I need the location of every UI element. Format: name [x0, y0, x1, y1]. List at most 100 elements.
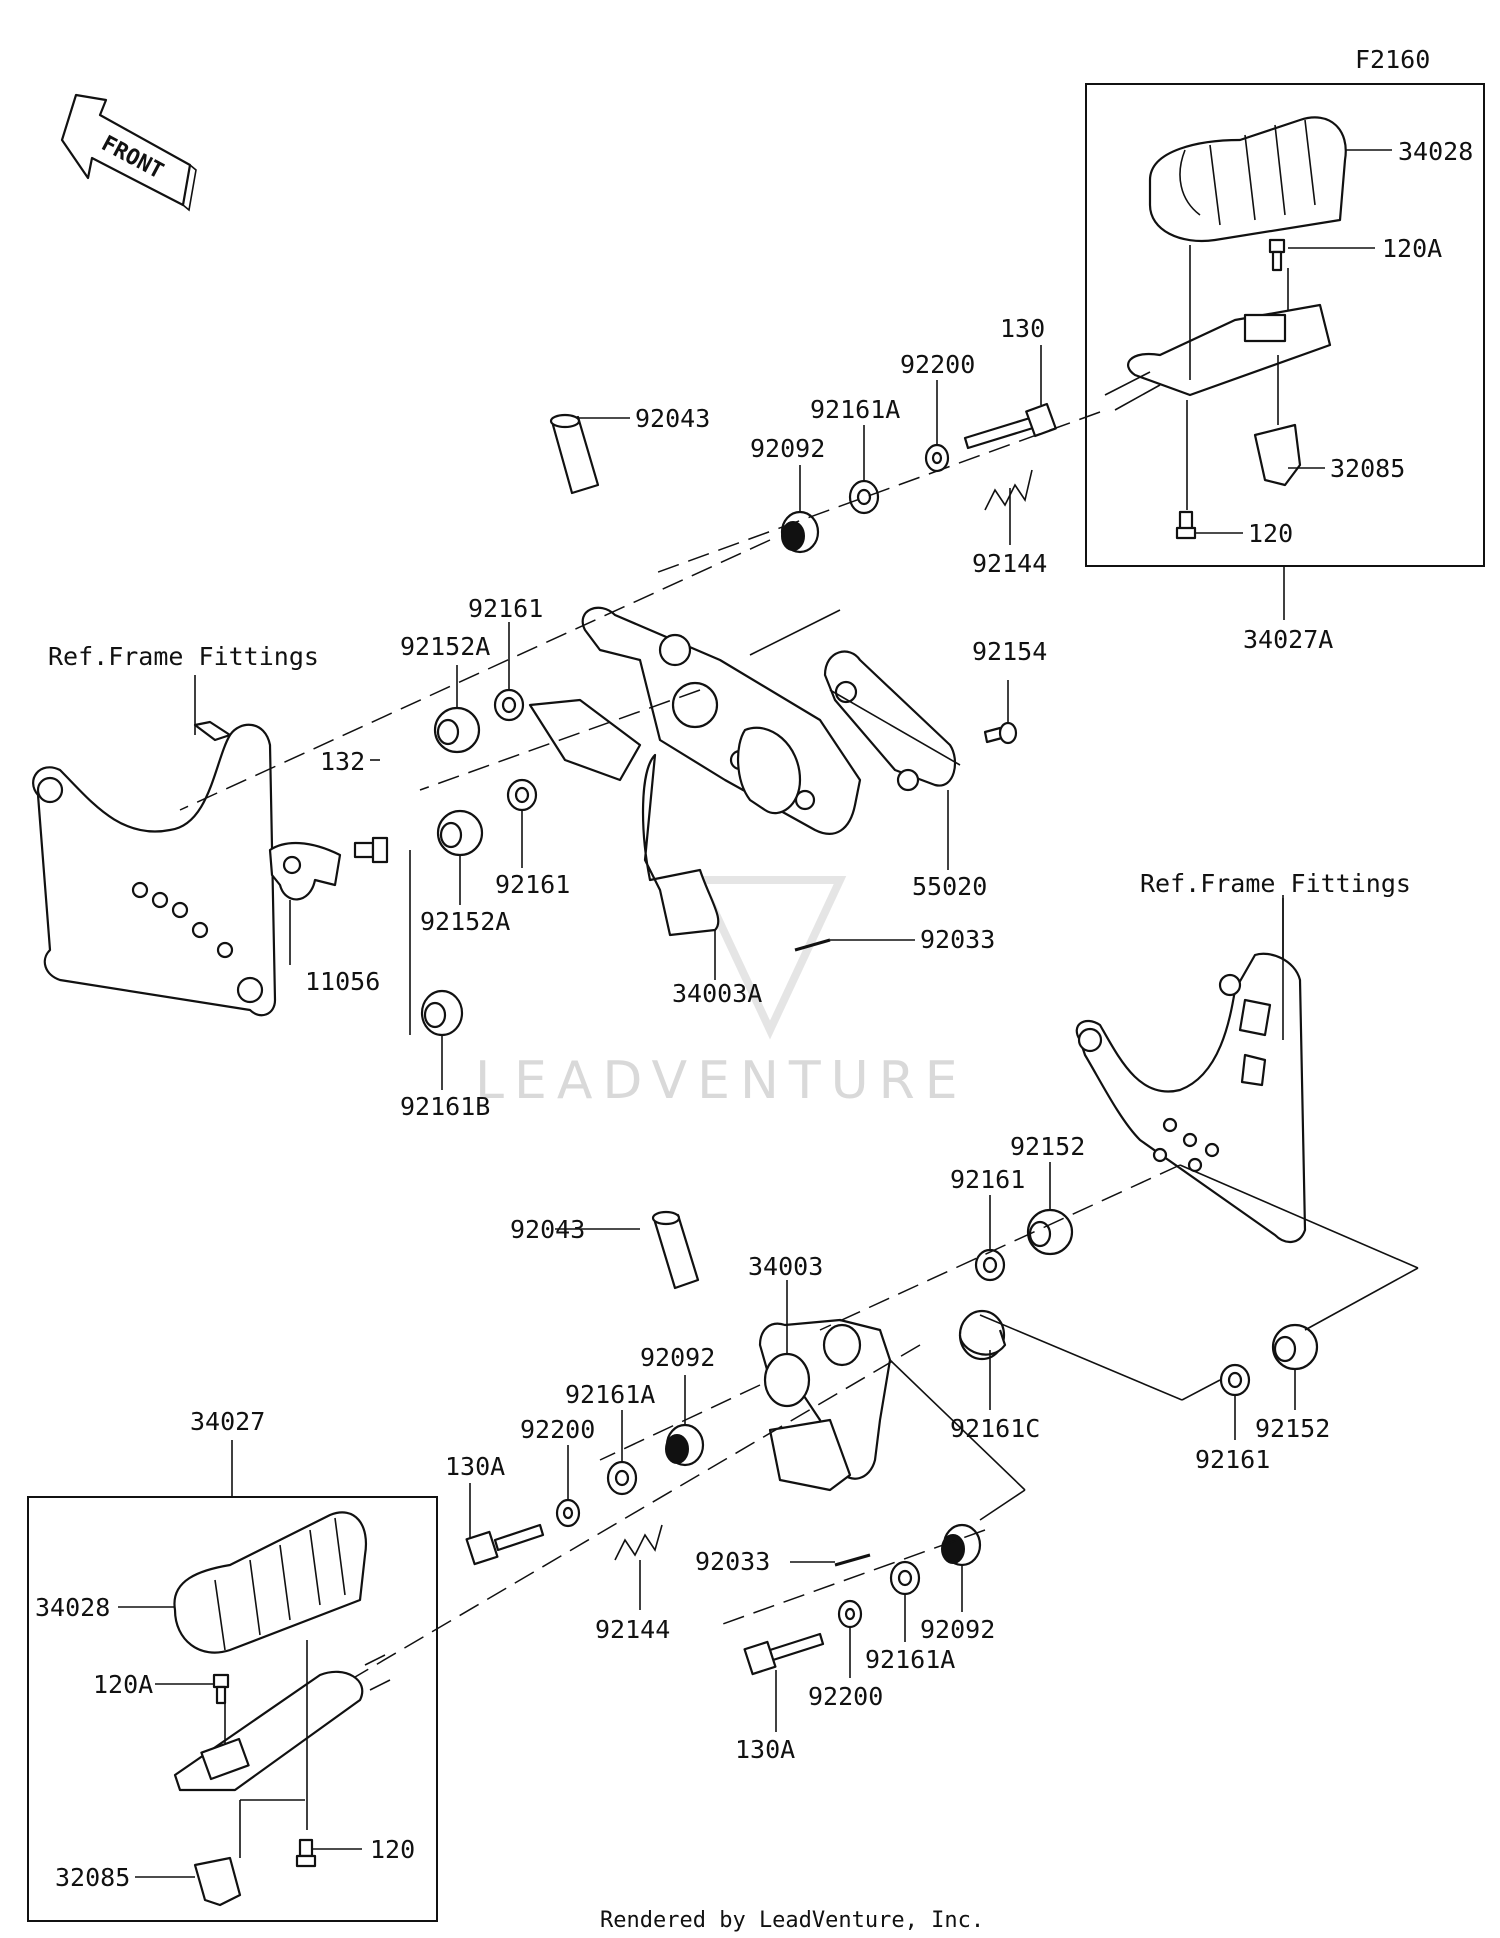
watermark: LEADVENTURE: [475, 1051, 968, 1111]
label-120A-bottom: 120A: [93, 1670, 153, 1699]
collar-92161B: [420, 989, 464, 1037]
leader-lines: [118, 149, 1419, 1878]
label-92144-bottom: 92144: [595, 1615, 670, 1644]
label-120-bottom: 120: [370, 1835, 415, 1864]
pin-92033-top: [794, 938, 831, 952]
bracket-left-tab: [528, 698, 642, 782]
washer-92161A-top: [848, 479, 880, 515]
label-132: 132: [320, 747, 365, 776]
watermark-logo-icon: [693, 876, 847, 1040]
bolt-130A-bottom-upper: [465, 1523, 545, 1566]
label-ref-frame-left: Ref.Frame Fittings: [48, 642, 319, 671]
label-ref-frame-right: Ref.Frame Fittings: [1140, 869, 1411, 898]
bolt-120-top: [1175, 510, 1197, 540]
bolt-130-top: [963, 402, 1057, 450]
label-92033-bottom: 92033: [695, 1547, 770, 1576]
pad-32085-top: [1253, 423, 1302, 487]
label-130A-top: 130A: [445, 1452, 505, 1481]
washer-92200-top: [924, 443, 950, 473]
label-34003A: 34003A: [672, 979, 762, 1008]
spring-92144-top: [984, 469, 1033, 511]
label-32085-bottom: 32085: [55, 1863, 130, 1892]
label-92161-b: 92161: [1195, 1445, 1270, 1474]
label-34003: 34003: [748, 1252, 823, 1281]
label-92144-top: 92144: [972, 549, 1047, 578]
label-34027: 34027: [190, 1407, 265, 1436]
label-92200-bottom: 92200: [520, 1415, 595, 1444]
washer-92200-bottom-upper: [555, 1498, 581, 1528]
label-92161A-bottom: 92161A: [565, 1380, 655, 1409]
bushing-92092-bottom-upper: [665, 1423, 705, 1467]
bolt-120A-bottom: [212, 1673, 230, 1705]
label-55020: 55020: [912, 872, 987, 901]
label-92043-bottom: 92043: [510, 1215, 585, 1244]
label-32085-top: 32085: [1330, 454, 1405, 483]
label-92200-bottom-2: 92200: [808, 1682, 883, 1711]
label-92152-a: 92152: [1010, 1132, 1085, 1161]
label-34027A: 34027A: [1243, 625, 1333, 654]
label-120A-top: 120A: [1382, 234, 1442, 263]
label-92161-a: 92161: [950, 1165, 1025, 1194]
bolt-132: [353, 836, 389, 864]
collar-92152-b: [1271, 1323, 1319, 1371]
label-92161A-bottom-2: 92161A: [865, 1645, 955, 1674]
spring-92144-bottom: [614, 1524, 663, 1561]
label-92161A-top: 92161A: [810, 395, 900, 424]
pad-32085-bottom: [193, 1856, 242, 1907]
front-arrow-icon: FRONT: [60, 93, 197, 212]
washer-92161-b: [1219, 1363, 1251, 1397]
footpeg-rubber-34028-top: [1148, 116, 1347, 243]
pin-92043-top: [549, 413, 600, 495]
label-130: 130: [1000, 314, 1045, 343]
label-120-top: 120: [1248, 519, 1293, 548]
label-92152A-top: 92152A: [400, 632, 490, 661]
label-92161-mid: 92161: [495, 870, 570, 899]
label-92200-top: 92200: [900, 350, 975, 379]
washer-92161A-bottom-lower: [889, 1560, 921, 1596]
footpeg-rubber-34028-bottom: [173, 1511, 368, 1654]
label-92043-top: 92043: [635, 404, 710, 433]
label-92161B: 92161B: [400, 1092, 490, 1121]
label-92161-top: 92161: [468, 594, 543, 623]
footpeg-bracket-34003a: [581, 606, 862, 937]
bracket-11056: [268, 841, 342, 901]
frame-fitting-left: [32, 720, 277, 1017]
bolt-92154: [983, 721, 1018, 745]
frame-fitting-right: [1075, 952, 1307, 1243]
gasket-55020: [823, 650, 957, 792]
credit-text: Rendered by LeadVenture, Inc.: [600, 1908, 984, 1933]
pin-92043-bottom: [651, 1210, 700, 1290]
label-92154: 92154: [972, 637, 1047, 666]
label-34028-bottom: 34028: [35, 1593, 110, 1622]
label-92092-bottom: 92092: [640, 1343, 715, 1372]
bushing-92092-top: [780, 510, 820, 554]
bolt-120A-top: [1268, 238, 1286, 272]
washer-92161-upper: [493, 688, 525, 722]
label-92152A-mid: 92152A: [420, 907, 510, 936]
washer-92161-a: [974, 1248, 1006, 1282]
inset-box-34027a: [1085, 83, 1485, 567]
label-92161C: 92161C: [950, 1414, 1040, 1443]
collar-92152-a: [1026, 1208, 1074, 1256]
part-labels: Ref.Frame Fittings Ref.Frame Fittings 34…: [35, 137, 1473, 1892]
washer-92161A-bottom-upper: [606, 1460, 638, 1496]
label-11056: 11056: [305, 967, 380, 996]
washer-92161-lower: [506, 778, 538, 812]
label-130A-bottom: 130A: [735, 1735, 795, 1764]
bolt-120-bottom: [295, 1838, 317, 1868]
figure-code: F2160: [1355, 45, 1430, 74]
bushing-92092-bottom-lower: [941, 1523, 982, 1567]
label-34028-top: 34028: [1398, 137, 1473, 166]
label-92092-bottom-2: 92092: [920, 1615, 995, 1644]
pin-92033-bottom: [834, 1553, 871, 1567]
footpeg-bracket-bottom: [173, 1654, 391, 1792]
washer-92200-bottom-lower: [837, 1599, 863, 1629]
label-92092-top: 92092: [750, 434, 825, 463]
footpeg-bracket-34003: [758, 1318, 892, 1492]
collar-92152A-upper: [433, 706, 481, 754]
label-92033-top: 92033: [920, 925, 995, 954]
collar-92152A-lower: [436, 809, 484, 857]
bolt-130A-bottom-lower: [743, 1632, 825, 1676]
